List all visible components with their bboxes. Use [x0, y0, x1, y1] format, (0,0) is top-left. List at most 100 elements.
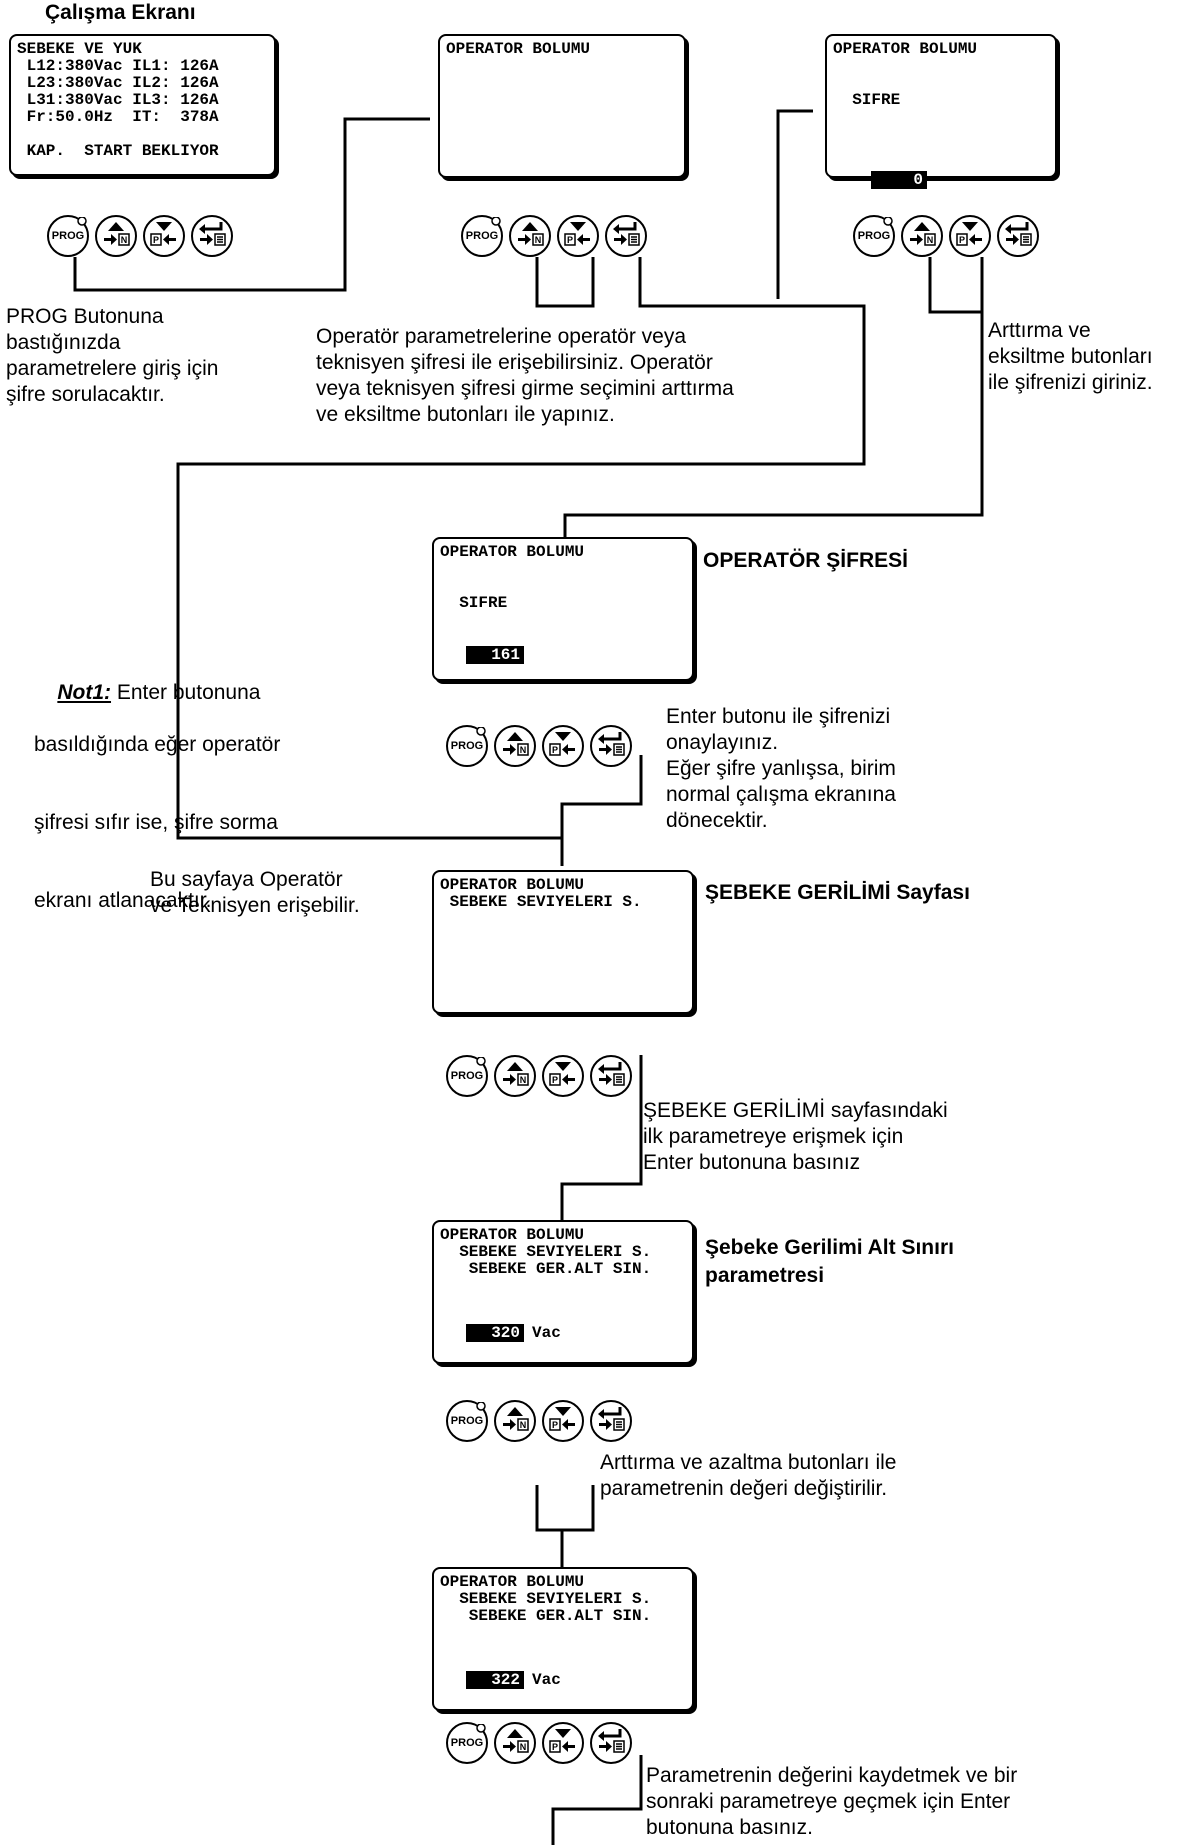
- up-button[interactable]: N: [95, 215, 137, 257]
- down-button[interactable]: P: [542, 1055, 584, 1097]
- prog-button[interactable]: PROG: [47, 215, 89, 257]
- svg-text:N: N: [520, 1420, 527, 1430]
- note-line: Enter butonu ile şifrenizi: [666, 705, 891, 728]
- note-1-label: Not1:: [57, 681, 112, 704]
- note-line: eksiltme butonları: [988, 345, 1153, 368]
- prog-button[interactable]: PROG: [461, 215, 503, 257]
- down-button[interactable]: P: [143, 215, 185, 257]
- down-button[interactable]: P: [542, 1722, 584, 1764]
- note-line: Parametrenin değerini kaydetmek ve bir: [646, 1764, 1018, 1787]
- note-line: veya teknisyen şifresi girme seçimini ar…: [316, 377, 734, 400]
- down-button[interactable]: P: [542, 725, 584, 767]
- note-access: Bu sayfaya Operatör ve Teknisyen erişebil…: [150, 867, 360, 919]
- lcd-line: KAP. START BEKLIYOR: [17, 142, 219, 160]
- lcd-value-unit: Vac: [532, 1671, 561, 1689]
- svg-text:N: N: [520, 1075, 527, 1085]
- lcd-line: SEBEKE SEVIYELERI S.: [440, 893, 642, 911]
- down-button[interactable]: P: [557, 215, 599, 257]
- grid-voltage-page-label: ŞEBEKE GERİLİMİ Sayfası: [705, 881, 970, 904]
- svg-text:P: P: [552, 745, 558, 755]
- enter-button[interactable]: [590, 1400, 632, 1442]
- lcd-line: OPERATOR BOLUMU: [446, 40, 591, 58]
- down-button[interactable]: P: [542, 1400, 584, 1442]
- up-button[interactable]: N: [901, 215, 943, 257]
- lcd-line: SEBEKE VE YUK: [17, 40, 142, 58]
- enter-button[interactable]: [590, 1722, 632, 1764]
- lcd-line: OPERATOR BOLUMU: [440, 1226, 585, 1244]
- note-line: butonuna basınız.: [646, 1816, 813, 1839]
- up-button[interactable]: N: [494, 725, 536, 767]
- lcd-operator-screen-1: OPERATOR BOLUMU: [438, 34, 686, 178]
- svg-text:N: N: [520, 1742, 527, 1752]
- lcd-line: L23:380Vac IL2: 126A: [17, 74, 219, 92]
- down-button[interactable]: P: [949, 215, 991, 257]
- note-line: normal çalışma ekranına: [666, 783, 896, 806]
- note-line: şifre sorulacaktır.: [6, 383, 165, 406]
- svg-text:N: N: [520, 745, 527, 755]
- svg-text:P: P: [552, 1075, 558, 1085]
- prog-button[interactable]: PROG: [446, 725, 488, 767]
- note-line: PROG Butonuna: [6, 305, 164, 328]
- lcd-param-322: OPERATOR BOLUMU SEBEKE SEVIYELERI S. SEB…: [432, 1567, 694, 1711]
- lcd-line: OPERATOR BOLUMU: [440, 543, 585, 561]
- note-line: ilk parametreye erişmek için: [643, 1125, 904, 1148]
- prog-button-label: PROG: [450, 1415, 484, 1427]
- lcd-password-screen-161: OPERATOR BOLUMU SIFRE 161: [432, 537, 694, 681]
- note-line: ve Teknisyen erişebilir.: [150, 894, 360, 917]
- lcd-line: Fr:50.0Hz IT: 378A: [17, 108, 219, 126]
- up-button[interactable]: N: [494, 1400, 536, 1442]
- svg-text:N: N: [927, 235, 934, 245]
- svg-text:P: P: [552, 1420, 558, 1430]
- operator-password-label: OPERATÖR ŞİFRESİ: [703, 549, 908, 572]
- up-button[interactable]: N: [509, 215, 551, 257]
- note-line: Operatör parametrelerine operatör veya: [316, 325, 687, 348]
- prog-button[interactable]: PROG: [446, 1055, 488, 1097]
- note-line: parametrelere giriş için: [6, 357, 219, 380]
- note-line: Eğer şifre yanlışsa, birim: [666, 757, 896, 780]
- prog-button-label: PROG: [450, 740, 484, 752]
- param-name-line-1: Şebeke Gerilimi Alt Sınırı: [705, 1236, 954, 1259]
- enter-button[interactable]: [191, 215, 233, 257]
- note-1-line-4: ekranı atlanacaktır.: [34, 889, 212, 912]
- lcd-grid-voltage-page: OPERATOR BOLUMU SEBEKE SEVIYELERI S.: [432, 870, 694, 1014]
- prog-button-label: PROG: [857, 230, 891, 242]
- svg-text:P: P: [959, 235, 965, 245]
- enter-button[interactable]: [605, 215, 647, 257]
- param-name-line-2: parametresi: [705, 1264, 825, 1287]
- lcd-line: SEBEKE GER.ALT SIN.: [440, 1607, 652, 1625]
- svg-text:P: P: [552, 1742, 558, 1752]
- lcd-work-screen: SEBEKE VE YUK L12:380Vac IL1: 126A L23:3…: [9, 34, 276, 176]
- note-operator: Operatör parametrelerine operatör veya te…: [316, 324, 734, 428]
- prog-button[interactable]: PROG: [446, 1400, 488, 1442]
- prog-button-label: PROG: [51, 230, 85, 242]
- svg-text:N: N: [121, 235, 128, 245]
- note-1: Not1: Enter butonuna basıldığında eğer o…: [34, 654, 280, 966]
- up-button[interactable]: N: [494, 1055, 536, 1097]
- note-line: ve eksiltme butonları ile yapınız.: [316, 403, 615, 426]
- prog-button[interactable]: PROG: [853, 215, 895, 257]
- lcd-line: OPERATOR BOLUMU: [440, 876, 585, 894]
- svg-text:N: N: [535, 235, 542, 245]
- up-button[interactable]: N: [494, 1722, 536, 1764]
- note-line: Bu sayfaya Operatör: [150, 868, 343, 891]
- lcd-param-320: OPERATOR BOLUMU SEBEKE SEVIYELERI S. SEB…: [432, 1220, 694, 1364]
- lcd-line: SEBEKE SEVIYELERI S.: [440, 1590, 652, 1608]
- page-title: Çalışma Ekranı: [45, 1, 196, 24]
- lcd-value-unit: Vac: [532, 1324, 561, 1342]
- prog-button[interactable]: PROG: [446, 1722, 488, 1764]
- enter-button[interactable]: [590, 725, 632, 767]
- lcd-value-highlight: 320: [466, 1324, 524, 1342]
- lcd-line: SIFRE: [440, 594, 508, 612]
- enter-button[interactable]: [590, 1055, 632, 1097]
- enter-button[interactable]: [997, 215, 1039, 257]
- note-line: dönecektir.: [666, 809, 768, 832]
- note-line: teknisyen şifresi ile erişebilirsiniz. O…: [316, 351, 713, 374]
- prog-button-label: PROG: [450, 1070, 484, 1082]
- lcd-value-highlight: 161: [466, 646, 524, 664]
